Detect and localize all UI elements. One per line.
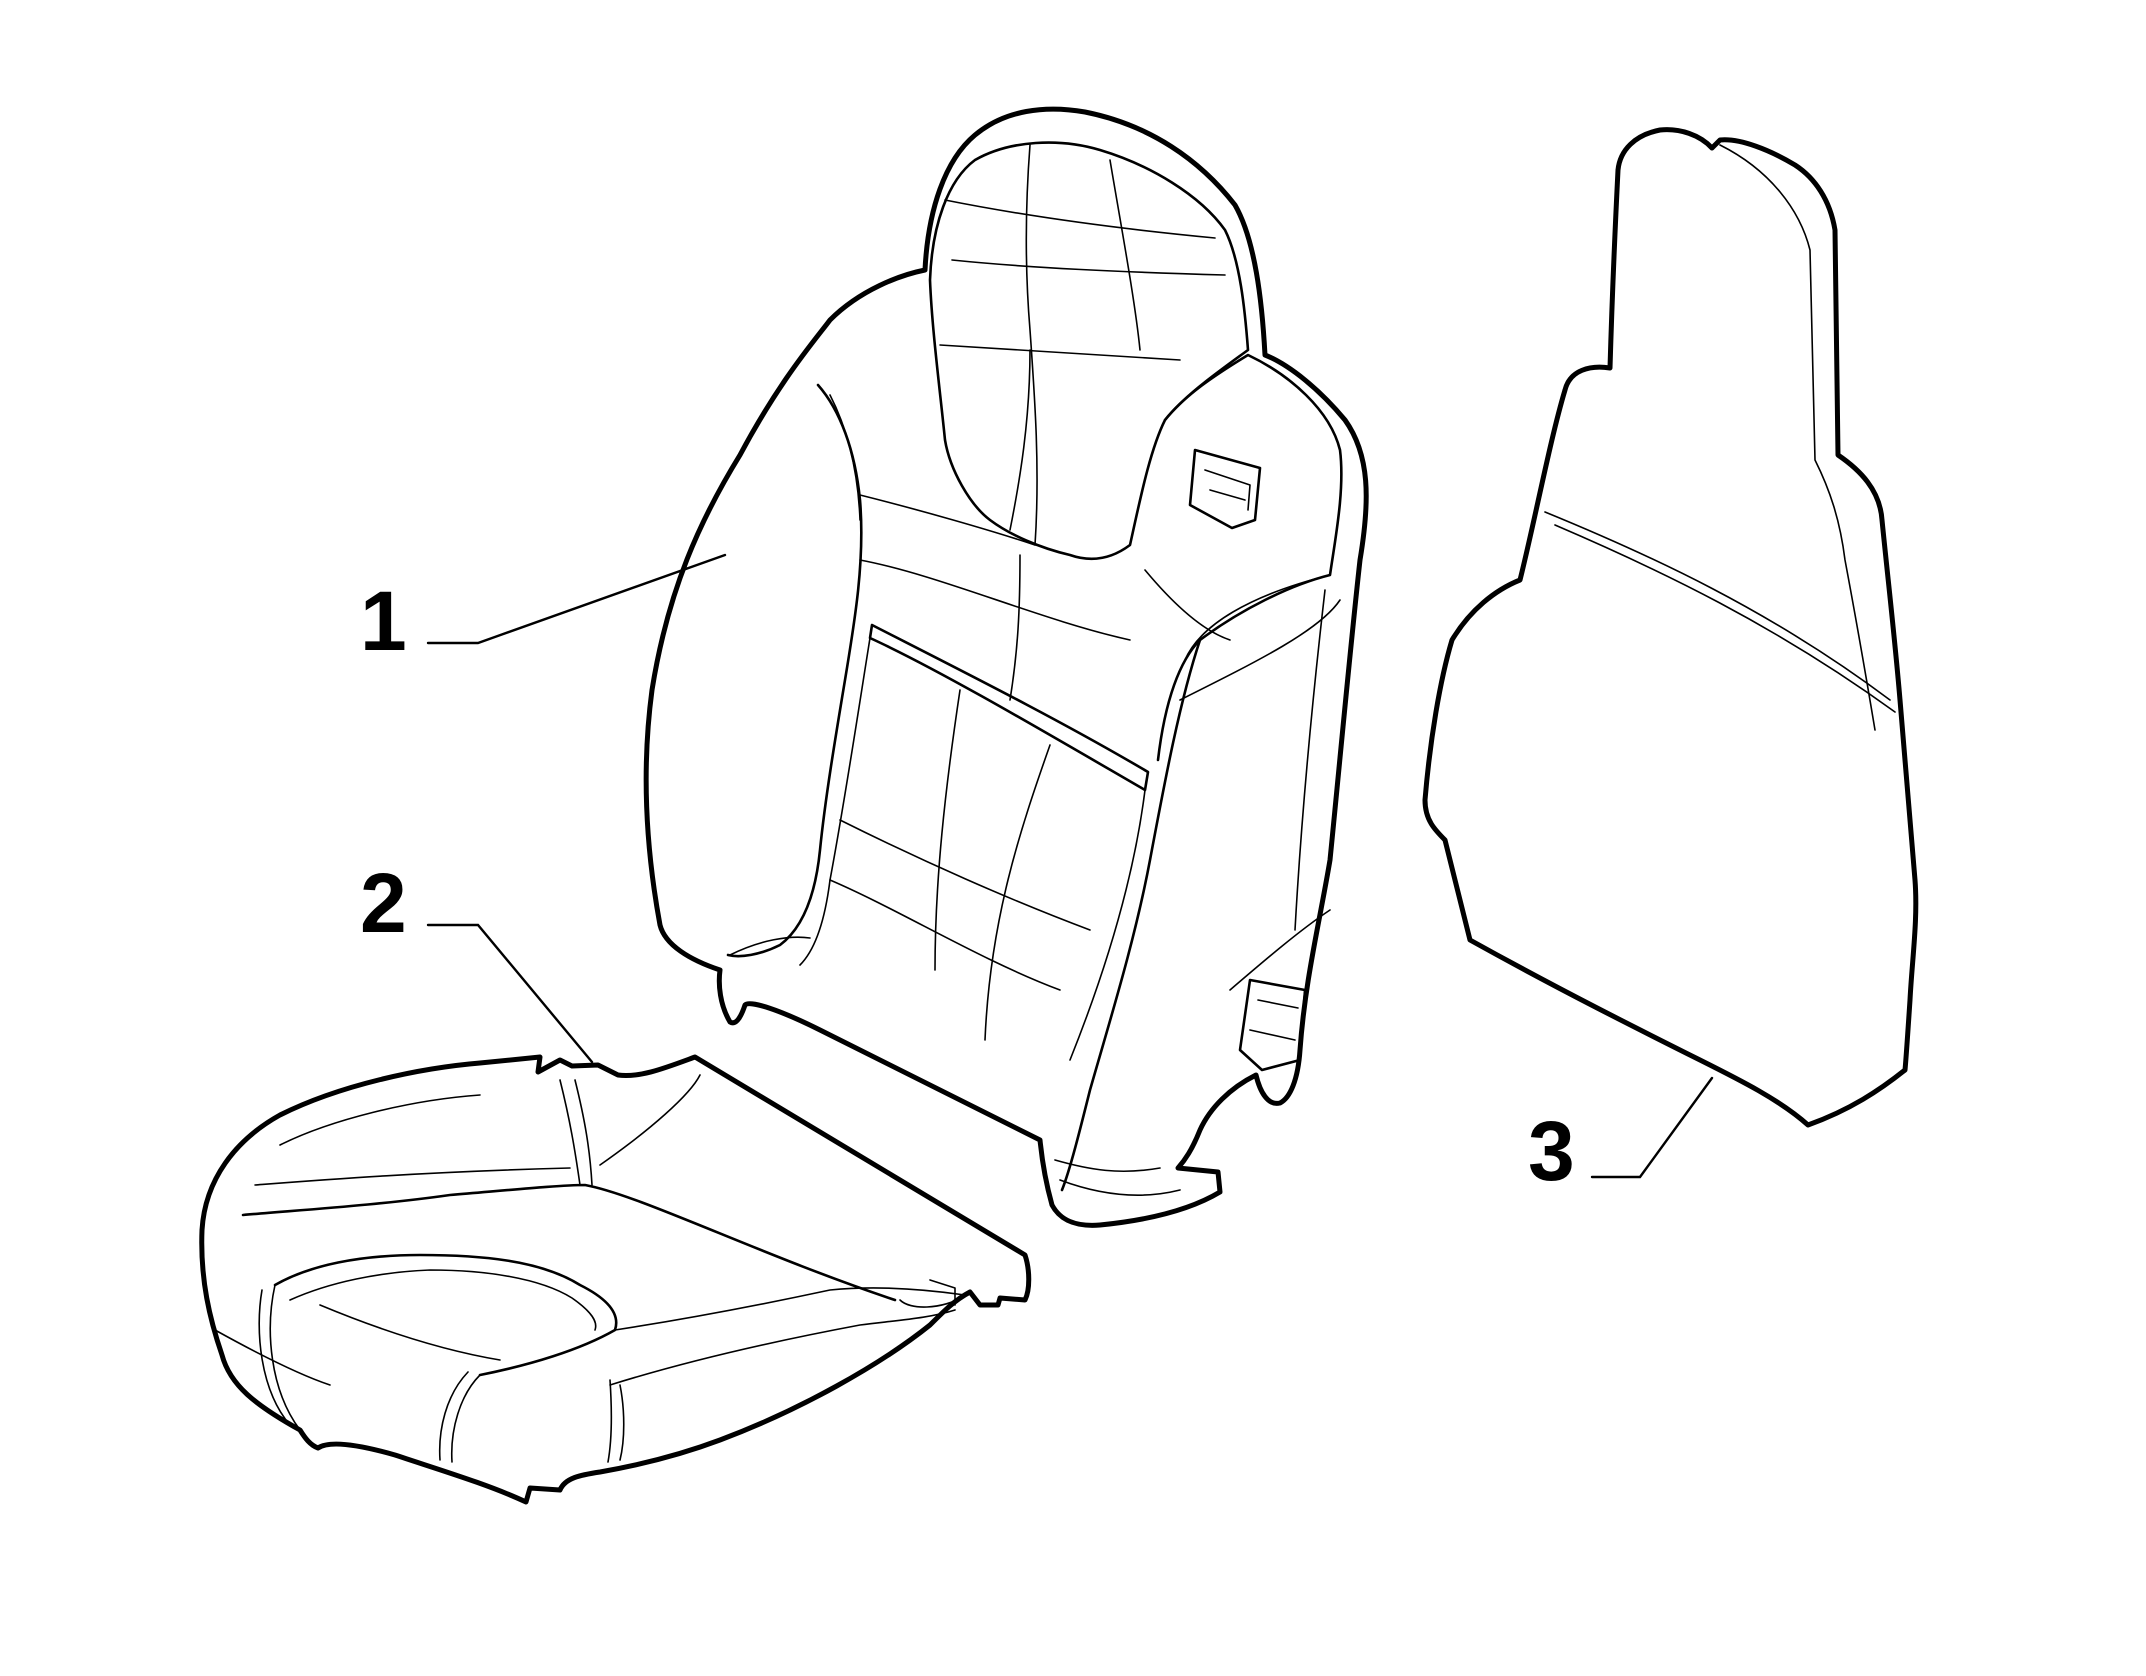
part-2-cushion-cover[interactable] (199, 1054, 1032, 1505)
callout-label-1: 1 (360, 574, 407, 668)
callout-leader-3 (1590, 1076, 1714, 1179)
part-1-backrest-cover[interactable] (643, 106, 1369, 1228)
callout-leader-2 (426, 923, 594, 1064)
part-3-back-panel[interactable] (1422, 127, 1919, 1128)
callout-1: 1 (360, 553, 727, 668)
callout-label-2: 2 (360, 856, 407, 950)
callout-2: 2 (360, 856, 594, 1064)
callout-3: 3 (1528, 1076, 1714, 1198)
callout-label-3: 3 (1528, 1104, 1575, 1198)
callout-leader-1 (426, 553, 727, 645)
